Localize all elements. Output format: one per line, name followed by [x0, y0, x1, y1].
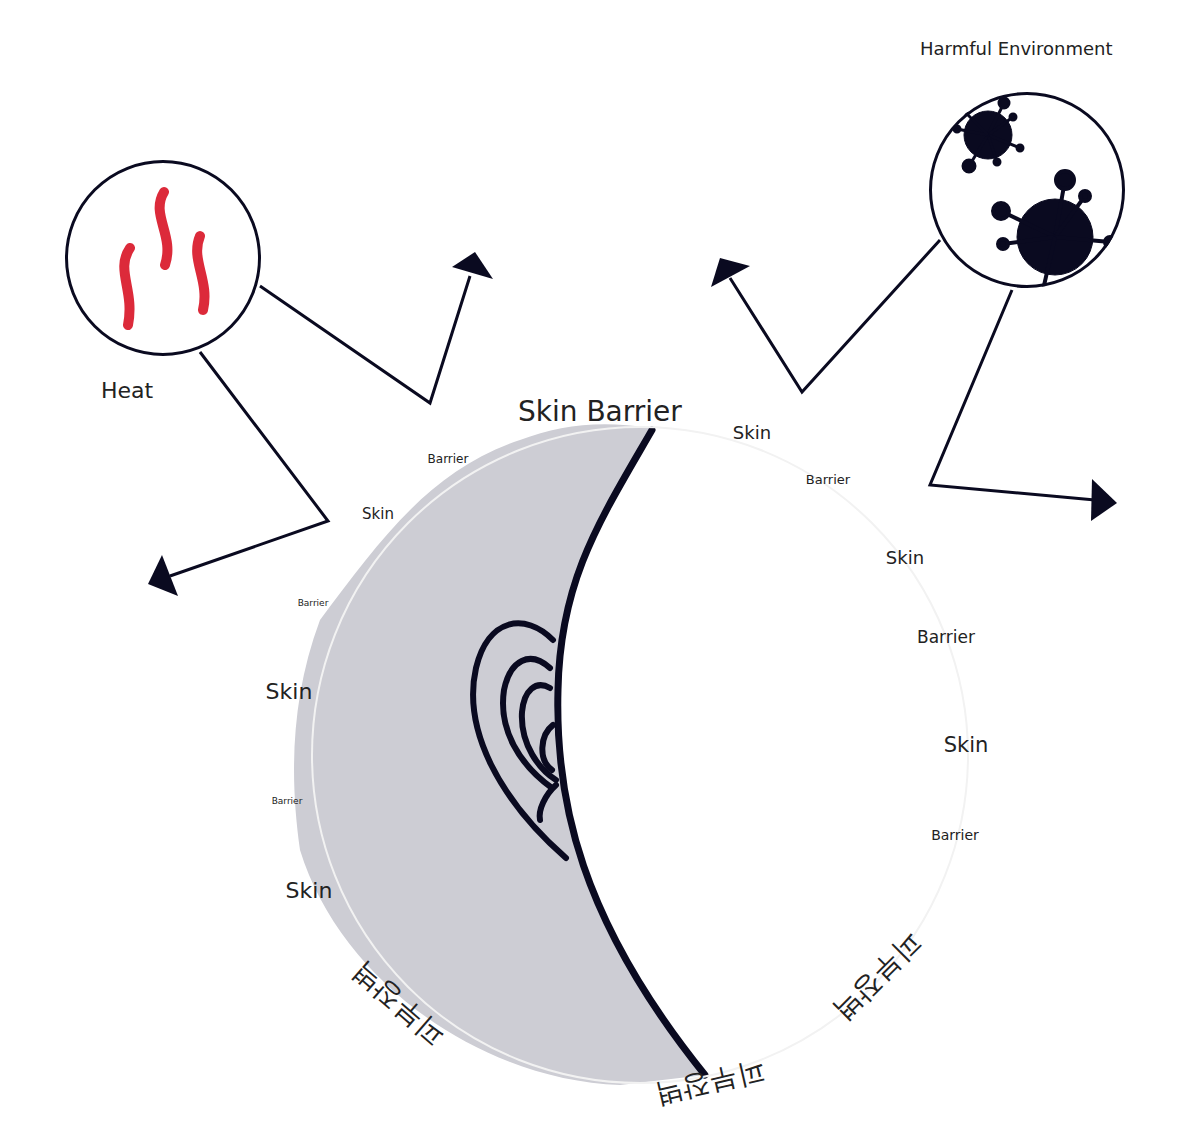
circle-node: Heat [64, 159, 262, 357]
ring-label: Skin [362, 505, 394, 523]
ear-drawing [473, 623, 566, 858]
ring-label: Barrier [428, 452, 469, 466]
ring-label: Skin [733, 422, 771, 443]
ring-label: Skin [266, 679, 313, 704]
ring-label: Barrier [806, 472, 850, 487]
circle-shape [312, 427, 968, 1083]
skin-shade [294, 424, 705, 1085]
skin-line [558, 430, 705, 1075]
arrowhead [148, 252, 1117, 596]
circle-shape [67, 162, 260, 355]
ring-label: Barrier [272, 796, 303, 806]
node-heading: Harmful Environment [920, 38, 1113, 59]
ring-label: Skin [944, 733, 989, 757]
arc-label: 피부장벽 [825, 924, 931, 1030]
ring-label: Skin [886, 547, 924, 568]
circle-outline [928, 91, 1126, 289]
ring-label: Barrier [298, 598, 329, 608]
node-heading: Heat [101, 378, 153, 403]
node-heading: Skin Barrier [518, 395, 682, 428]
circle-outline [64, 159, 262, 357]
circle-shape [931, 94, 1124, 287]
leader-arrow [170, 240, 1095, 576]
ring-label: Skin [286, 878, 333, 903]
circle-node: Harmful Environment [928, 91, 1126, 289]
heat-icon [124, 192, 204, 325]
ring-label: Barrier [917, 627, 975, 647]
ring-label: Barrier [931, 827, 979, 843]
